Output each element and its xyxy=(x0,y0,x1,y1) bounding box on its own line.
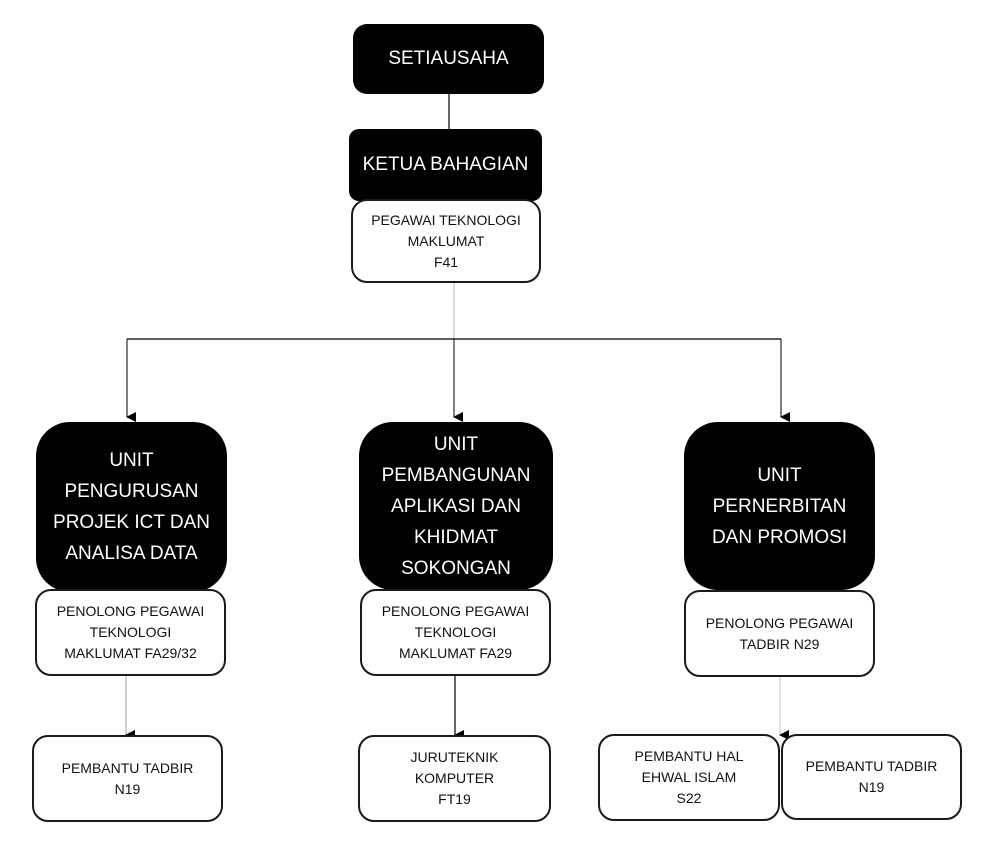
ketua-bahagian-label: KETUA BAHAGIAN xyxy=(362,154,529,175)
pegawai-teknologi-maklumat-label: PEGAWAI TEKNOLOGI MAKLUMAT F41 xyxy=(371,211,521,270)
officer-box-pernerbitan-promosi: PENOLONG PEGAWAI TADBIR N29 xyxy=(684,590,875,677)
unit-title-pernerbitan-promosi: UNIT PERNERBITAN DAN PROMOSI xyxy=(711,464,848,548)
unit-title-pembangunan-aplikasi: UNIT PEMBANGUNAN APLIKASI DAN KHIDMAT SO… xyxy=(381,433,531,579)
officer-label-pernerbitan-promosi: PENOLONG PEGAWAI TADBIR N29 xyxy=(705,614,854,652)
staff-label-juruteknik-komputer: JURUTEKNIK KOMPUTER FT19 xyxy=(410,749,499,807)
unit-title-pengurusan-projek: UNIT PENGURUSAN PROJEK ICT DAN ANALISA D… xyxy=(53,450,210,564)
unit-box-pernerbitan-promosi: UNIT PERNERBITAN DAN PROMOSI xyxy=(684,422,875,590)
officer-box-pembangunan-aplikasi: PENOLONG PEGAWAI TEKNOLOGI MAKLUMAT FA29 xyxy=(360,589,551,676)
staff-label-pembantu-tadbir-1: PEMBANTU TADBIR N19 xyxy=(61,759,194,797)
unit-box-pengurusan-projek: UNIT PENGURUSAN PROJEK ICT DAN ANALISA D… xyxy=(36,422,227,592)
setiausaha-label: SETIAUSAHA xyxy=(388,48,509,69)
staff-box-pembantu-tadbir-2: PEMBANTU TADBIR N19 xyxy=(781,734,962,820)
unit-box-pembangunan-aplikasi: UNIT PEMBANGUNAN APLIKASI DAN KHIDMAT SO… xyxy=(359,422,553,590)
staff-box-juruteknik-komputer: JURUTEKNIK KOMPUTER FT19 xyxy=(358,735,551,822)
officer-box-pengurusan-projek: PENOLONG PEGAWAI TEKNOLOGI MAKLUMAT FA29… xyxy=(35,589,226,676)
staff-box-pembantu-tadbir-1: PEMBANTU TADBIR N19 xyxy=(32,735,223,822)
pegawai-teknologi-maklumat-box: PEGAWAI TEKNOLOGI MAKLUMAT F41 xyxy=(351,199,541,283)
staff-label-pembantu-hal-ehwal-islam: PEMBANTU HAL EHWAL ISLAM S22 xyxy=(634,748,744,806)
officer-label-pengurusan-projek: PENOLONG PEGAWAI TEKNOLOGI MAKLUMAT FA29… xyxy=(56,603,205,661)
ketua-bahagian-box: KETUA BAHAGIAN xyxy=(349,129,542,201)
staff-box-pembantu-hal-ehwal-islam: PEMBANTU HAL EHWAL ISLAM S22 xyxy=(598,734,780,821)
staff-label-pembantu-tadbir-2: PEMBANTU TADBIR N19 xyxy=(805,758,938,795)
officer-label-pembangunan-aplikasi: PENOLONG PEGAWAI TEKNOLOGI MAKLUMAT FA29 xyxy=(381,603,530,661)
setiausaha-box: SETIAUSAHA xyxy=(353,24,544,94)
